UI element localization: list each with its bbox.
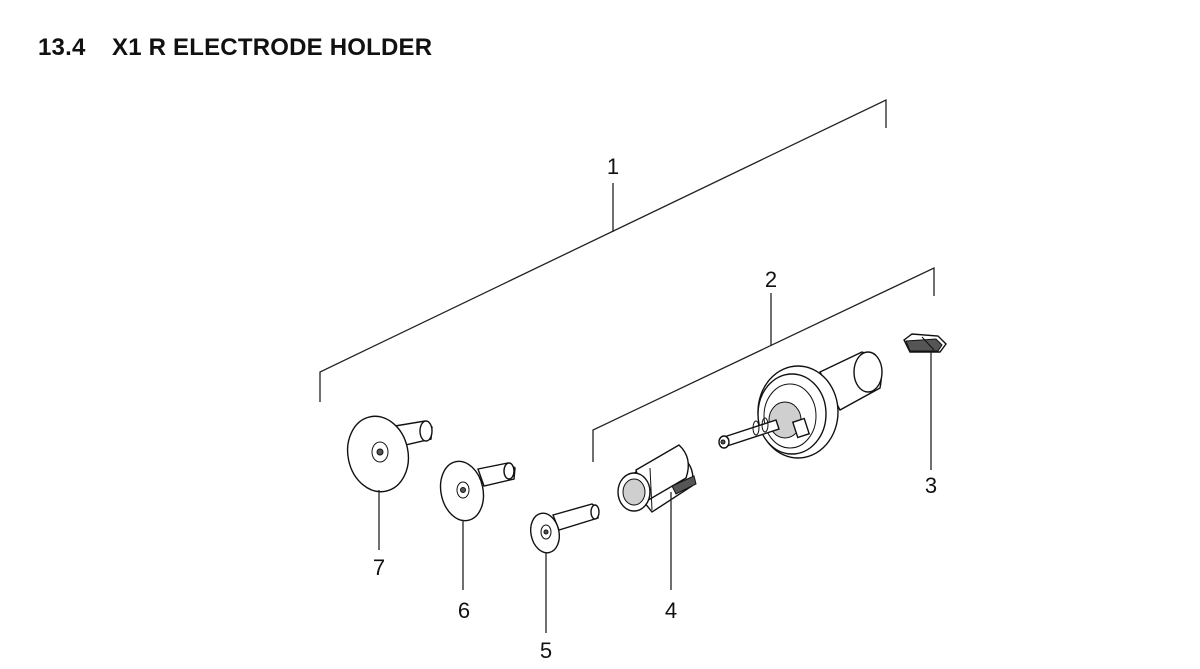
leader-lines [378, 352, 932, 633]
bracket-1 [319, 98, 887, 402]
part-4-collet [617, 444, 697, 513]
section-number: 13.4 [38, 34, 86, 61]
part-7-large-electrode [346, 415, 433, 493]
callout-3: 3 [925, 473, 937, 498]
callout-7: 7 [373, 555, 385, 580]
bracket-2 [592, 266, 935, 462]
callout-4: 4 [665, 598, 677, 623]
part-2-holder-body [718, 351, 883, 459]
callout-6: 6 [458, 598, 470, 623]
callout-2: 2 [765, 267, 777, 292]
section-title: X1 R ELECTRODE HOLDER [112, 34, 433, 61]
part-5-small-electrode [529, 503, 600, 554]
callout-1: 1 [607, 154, 619, 179]
part-6-medium-electrode [439, 460, 516, 522]
part-3-end-clip [903, 333, 947, 353]
callout-5: 5 [540, 638, 552, 663]
section-heading: 13.4 X1 R ELECTRODE HOLDER [38, 34, 432, 62]
